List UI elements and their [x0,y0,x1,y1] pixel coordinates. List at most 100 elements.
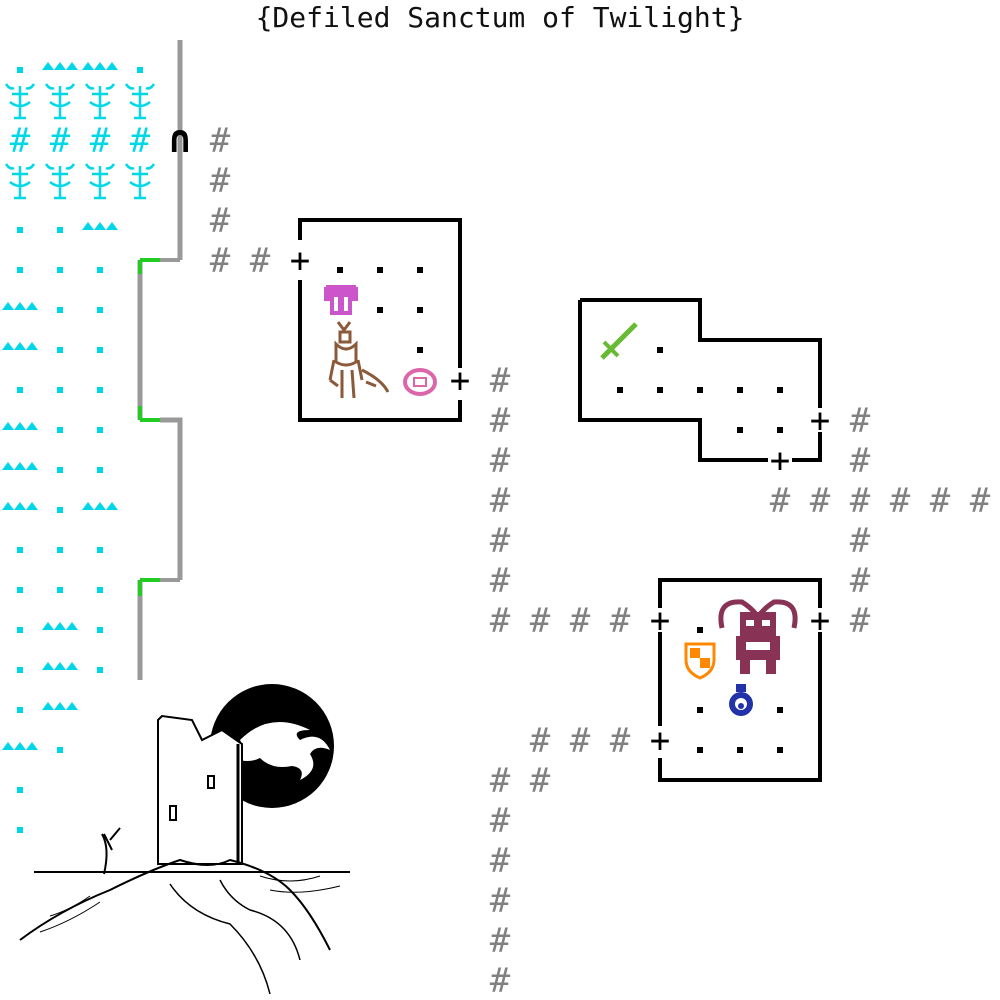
water-wave-tile [42,702,78,710]
corridor-tile: # [850,561,871,601]
door[interactable]: + [290,241,310,281]
floor-tile [377,267,383,273]
water-wave-tile [2,502,38,510]
room2-wall [578,300,768,462]
corridor-tile: # [490,761,511,801]
water-fountain-tile [124,83,156,120]
water-hash-tile: # [130,121,151,161]
corridor-tile: # [850,601,871,641]
water-area: #### [2,62,156,833]
corridor-tile: # [610,601,631,641]
water-dot-tile [57,347,63,353]
corridor-tile: # [490,441,511,481]
water-fountain-tile [44,163,76,200]
water-dot-tile [97,347,103,353]
demon-icon[interactable] [718,599,798,674]
door[interactable]: + [650,601,670,641]
room-walls [137,40,822,782]
corridor-tile: # [490,881,511,921]
corridor-tile: # [210,121,231,161]
corridor-tile: # [530,601,551,641]
room1-wall [298,218,462,368]
water-dot-tile [97,267,103,273]
floor-tile [377,307,383,313]
corridor-tile: # [610,721,631,761]
water-dot-tile [57,747,63,753]
floor-tile [657,387,663,393]
water-wave-tile [2,342,38,350]
corridor-tile: # [850,441,871,481]
water-dot-tile [97,307,103,313]
water-wave-tile [42,662,78,670]
corridor-tile: # [490,521,511,561]
door[interactable]: + [810,601,830,641]
corridor-tile: # [490,361,511,401]
corridor-tile: # [850,481,871,521]
door[interactable]: + [810,401,830,441]
water-wave-tile [2,422,38,430]
corridor-tile: # [890,481,911,521]
water-wave-tile [42,622,78,630]
water-dot-tile [57,427,63,433]
corridor-tile: # [490,801,511,841]
corridor-tile: # [490,401,511,441]
water-dot-tile [17,387,23,393]
corridor-tile: # [210,161,231,201]
water-wave-tile [42,62,78,70]
door[interactable]: + [650,721,670,761]
door[interactable]: + [450,361,470,401]
corridor-tile: # [570,721,591,761]
corridor-tile: # [850,401,871,441]
water-dot-tile [57,547,63,553]
water-hash-tile: # [90,121,111,161]
room-floors [337,267,783,753]
grey-wall [160,417,183,580]
doors[interactable]: + + + + + + + [290,241,830,761]
room1-wall [298,280,462,422]
water-fountain-tile [4,163,36,200]
jackal-monster-icon[interactable] [328,321,390,399]
water-dot-tile [17,547,23,553]
water-dot-tile [57,267,63,273]
tunic-icon[interactable] [324,285,358,315]
corridor-tile: # [930,481,951,521]
corridor-tile: # [810,481,831,521]
water-dot-tile [57,507,63,513]
corridor-tile: # [970,481,991,521]
water-dot-tile [17,587,23,593]
level-title: {Defiled Sanctum of Twilight} [255,1,745,34]
room3-wall [658,578,822,608]
potion-icon[interactable] [729,684,753,716]
water-dot-tile [57,307,63,313]
corridor-tile: # [490,601,511,641]
water-dot-tile [97,467,103,473]
floor-tile [777,707,783,713]
water-hash-tile: # [10,121,31,161]
sword-icon[interactable] [600,322,638,360]
floor-tile [697,627,703,633]
shield-icon[interactable] [684,642,716,680]
water-wave-tile [82,222,118,230]
floor-tile [337,267,343,273]
corridor-tile: # [250,241,271,281]
corridor-tile: # [210,201,231,241]
ring-icon[interactable] [403,368,437,396]
corridor-tile: # [530,721,551,761]
water-wave-tile [2,742,38,750]
water-dot-tile [17,267,23,273]
room2-wall [792,432,822,462]
floor-tile [737,387,743,393]
water-dot-tile [97,427,103,433]
stair-arch-icon[interactable]: ∩ [169,117,192,161]
corridor-tile: # [530,761,551,801]
floor-tile [697,387,703,393]
water-fountain-tile [84,163,116,200]
room2-wall [580,298,822,408]
corridor-tile: # [570,601,591,641]
water-dot-tile [17,627,23,633]
water-wave-tile [2,302,38,310]
water-dot-tile [97,667,103,673]
door[interactable]: + [770,441,790,481]
water-dot-tile [17,707,23,713]
